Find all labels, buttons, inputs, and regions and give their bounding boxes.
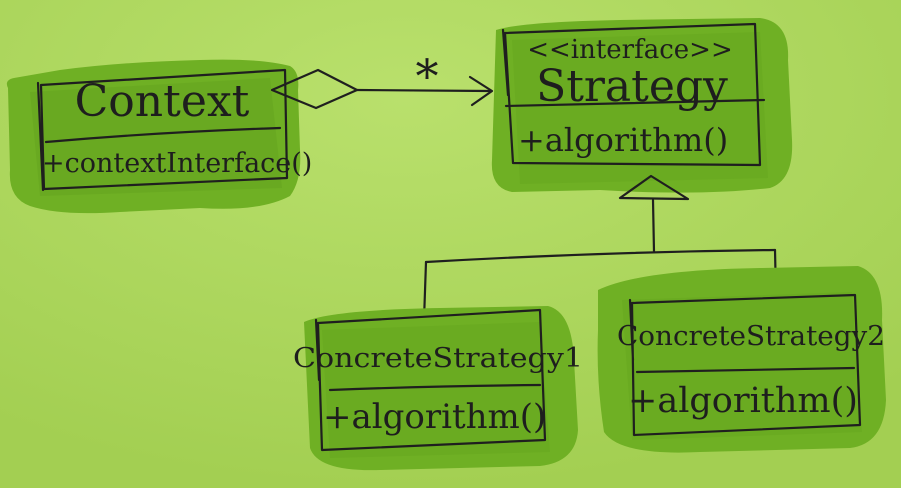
context-divider	[44, 126, 282, 144]
aggregation-association: *	[270, 49, 494, 110]
generalization	[422, 174, 778, 322]
concrete2-name: ConcreteStrategy2	[617, 321, 885, 352]
association-multiplicity: *	[416, 49, 439, 103]
concrete2-divider	[635, 366, 856, 374]
concrete1-name: ConcreteStrategy1	[293, 343, 583, 374]
strategy-name: Strategy	[536, 61, 728, 112]
context-class: Context +contextInterface()	[6, 59, 312, 214]
context-wash	[6, 59, 301, 214]
strategy-box	[501, 22, 762, 167]
strategy-divider	[504, 98, 766, 108]
association-line	[355, 88, 492, 93]
concrete2-wash-inner	[622, 292, 862, 440]
context-box	[36, 68, 289, 192]
concrete2-wash	[597, 266, 886, 453]
strategy-method: +algorithm()	[518, 121, 728, 159]
concrete1-divider	[328, 383, 542, 392]
inheritance-stem	[651, 198, 656, 254]
concrete2-method: +algorithm()	[628, 381, 858, 421]
concrete1-wash-inner	[322, 322, 550, 458]
concrete1-wash	[304, 306, 578, 471]
context-name: Context	[75, 76, 250, 127]
concrete-strategy-2-class: ConcreteStrategy2 +algorithm()	[597, 266, 886, 453]
strategy-wash-inner	[512, 32, 768, 184]
concrete-strategy-1-class: ConcreteStrategy1 +algorithm()	[293, 306, 583, 471]
context-wash-inner	[30, 78, 282, 196]
concrete1-box	[314, 308, 547, 452]
inheritance-triangle	[618, 174, 690, 201]
strategy-stereotype: <<interface>>	[527, 35, 733, 65]
strategy-class: <<interface>> Strategy +algorithm()	[491, 18, 793, 193]
concrete2-box	[628, 293, 862, 437]
concrete1-method: +algorithm()	[323, 397, 546, 437]
strategy-wash	[491, 18, 793, 193]
inheritance-branch	[424, 248, 777, 264]
association-arrowhead	[468, 75, 494, 107]
context-method: +contextInterface()	[42, 148, 312, 179]
